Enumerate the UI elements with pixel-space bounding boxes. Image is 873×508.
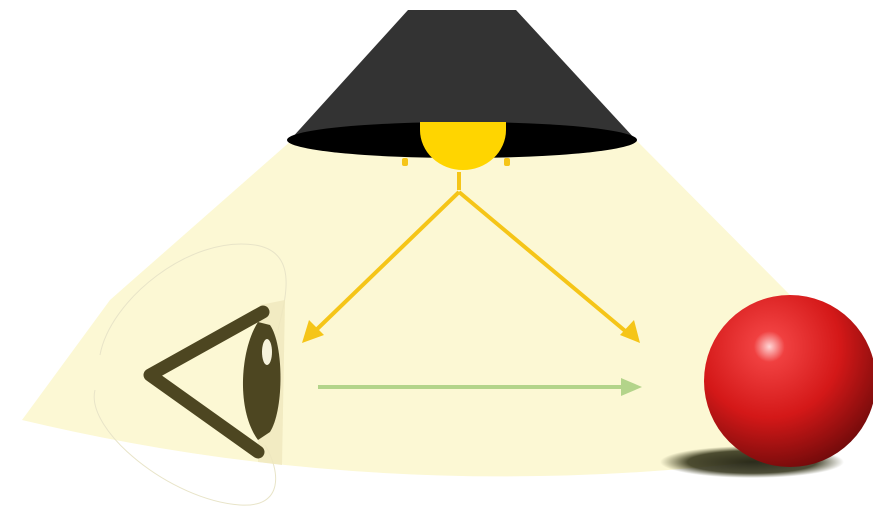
lamp-shade xyxy=(290,10,636,140)
red-ball xyxy=(704,295,873,467)
lamp-icon xyxy=(287,10,637,170)
